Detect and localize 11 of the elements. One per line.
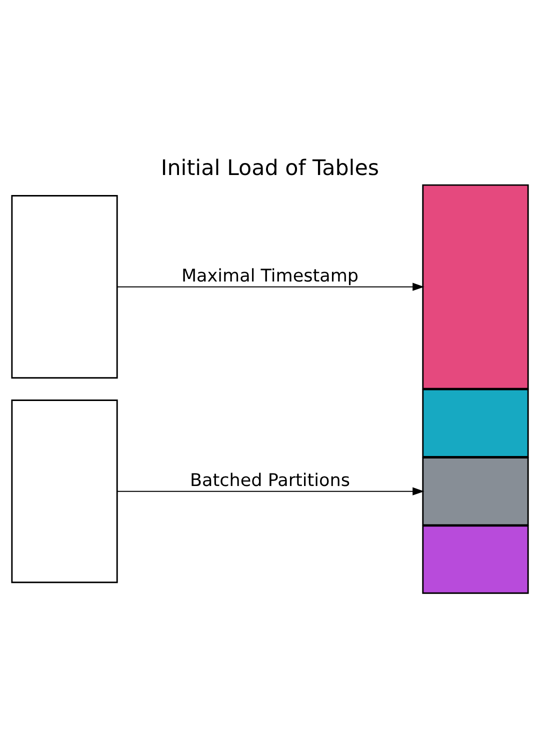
edge-label: Batched Partitions xyxy=(190,470,350,491)
node-box xyxy=(422,457,529,526)
node-box xyxy=(422,184,529,390)
node-box xyxy=(422,388,529,458)
arrow xyxy=(116,282,424,291)
diagram-title: Initial Load of Tables xyxy=(160,156,380,181)
node-box xyxy=(11,400,118,584)
node-box xyxy=(422,525,529,594)
node-box xyxy=(11,195,118,379)
edge-label: Maximal Timestamp xyxy=(181,266,359,286)
arrow xyxy=(116,487,424,496)
